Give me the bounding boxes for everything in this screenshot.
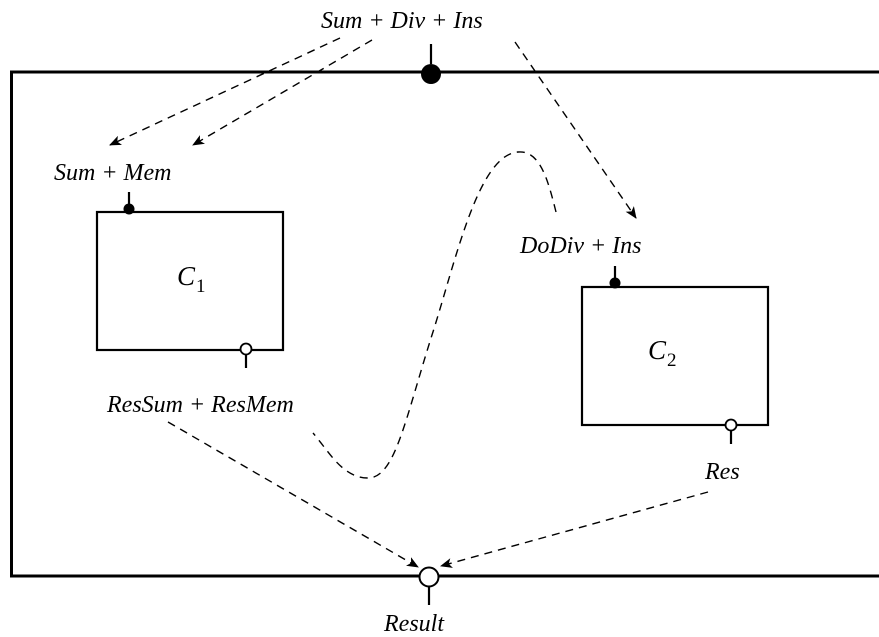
outer-input-port	[421, 44, 441, 84]
link-div-delegation-curve	[312, 151, 557, 479]
link-ins-to-c2	[514, 41, 637, 219]
link-c1-to-result	[167, 421, 419, 568]
outer-output-port	[418, 566, 440, 605]
c1-input-label: Sum + Mem	[54, 160, 172, 186]
c2-input-port	[609, 266, 621, 289]
outer-component-frame	[10, 70, 879, 578]
c1-name: C1	[177, 261, 206, 297]
c2-output-label: Res	[704, 459, 740, 485]
dashed-connections	[109, 37, 709, 568]
component-c1: C1	[95, 210, 285, 352]
link-c2-to-result	[440, 491, 709, 568]
outer-input-label: Sum + Div + Ins	[321, 8, 483, 34]
component-c2: C2	[580, 285, 770, 427]
c2-input-label: DoDiv + Ins	[519, 233, 642, 259]
c1-output-port	[239, 342, 253, 368]
c1-output-label: ResSum + ResMem	[106, 392, 294, 418]
c1-input-port	[123, 192, 135, 215]
outer-output-label: Result	[383, 611, 445, 637]
c2-output-port	[724, 418, 738, 444]
link-sum-to-c1-2	[192, 39, 373, 146]
c2-name: C2	[648, 335, 677, 371]
link-sum-to-c1-1	[109, 37, 341, 146]
